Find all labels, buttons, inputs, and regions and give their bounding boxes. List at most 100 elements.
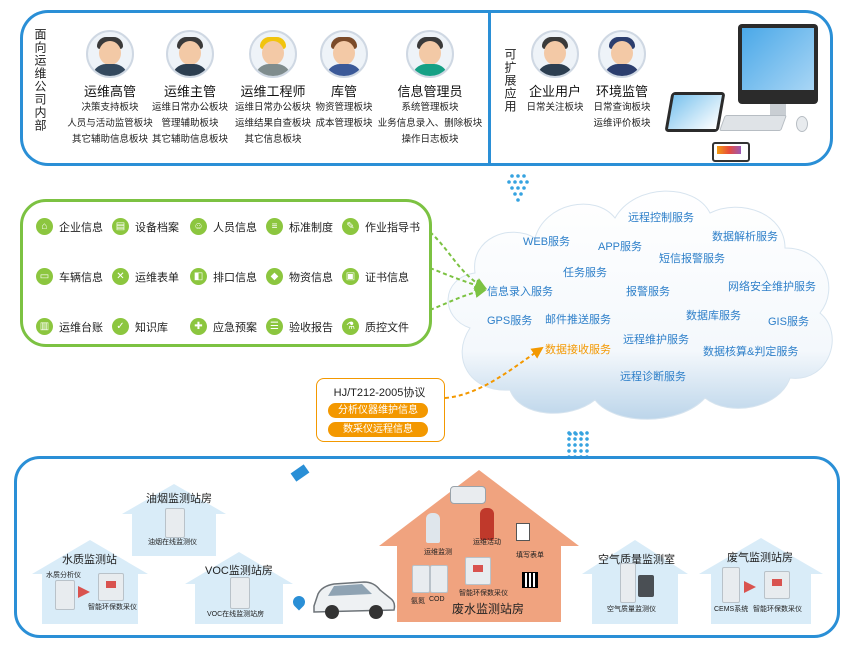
tools-icon: ✕ — [112, 268, 129, 285]
voc-station-label: VOC监测站房 — [205, 565, 273, 577]
service-alarm: 报警服务 — [626, 286, 670, 298]
info-item-outlet[interactable]: ◧ 排口信息 — [190, 268, 257, 285]
flow-arrow-icon — [744, 581, 756, 593]
wastewater-device-label: COD — [429, 596, 445, 603]
info-item-label: 运维表单 — [135, 271, 179, 284]
info-item-enterprise[interactable]: ⌂企业信息 — [36, 218, 103, 235]
wastewater-station-label: 废水监测站房 — [452, 602, 525, 616]
worker-icon — [480, 508, 494, 540]
info-item-label: 企业信息 — [59, 221, 103, 234]
info-item-ledger[interactable]: ▥ 运维台账 — [36, 318, 103, 335]
water-station-label: 水质监测站 — [62, 554, 117, 566]
emergency-icon: ✚ — [190, 318, 207, 335]
service-remote-maintenance: 远程维护服务 — [623, 334, 689, 346]
role-module: 运维评价板块 — [593, 118, 651, 129]
wastewater-device-label: 运维活动 — [473, 539, 501, 546]
info-item-standards[interactable]: ≡标准制度 — [266, 218, 333, 235]
regulator-avatar-icon — [598, 30, 646, 78]
water-analyzer-icon — [55, 580, 75, 610]
gas-device-label: 智能环保数采仪 — [753, 606, 802, 613]
air-sensor-icon — [638, 575, 654, 597]
inspection-car-icon — [313, 581, 396, 619]
info-item-label: 作业指导书 — [365, 221, 420, 234]
supervisor-avatar-icon — [166, 30, 214, 78]
tablet-icon — [664, 92, 726, 132]
oil-smoke-label: 油烟监测站房 — [146, 493, 212, 505]
service-remote-control: 远程控制服务 — [628, 212, 694, 224]
person-icon: ☺ — [190, 218, 207, 235]
role-module: 日常关注板块 — [526, 102, 584, 113]
guide-book-icon: ✎ — [342, 218, 359, 235]
info-item-label: 知识库 — [135, 321, 168, 334]
phone-icon — [712, 142, 750, 162]
info-item-label: 质控文件 — [365, 321, 409, 334]
info-item-ops-form[interactable]: ✕ 运维表单 — [112, 268, 179, 285]
info-item-personnel[interactable]: ☺ 人员信息 — [190, 218, 257, 235]
air-device-label: 空气质量监测仪 — [607, 606, 656, 613]
service-data-verify: 数据核算&判定服务 — [703, 346, 799, 358]
info-item-emergency[interactable]: ✚ 应急预案 — [190, 318, 257, 335]
role-module: 其它辅助信息板块 — [151, 134, 228, 145]
admin-avatar-icon — [406, 30, 454, 78]
service-gis: GIS服务 — [768, 316, 809, 328]
role-module: 管理辅助板块 — [161, 118, 219, 129]
protocol-title: HJ/T212-2005协议 — [333, 387, 426, 399]
service-task: 任务服务 — [563, 267, 607, 279]
cems-cabinet-icon — [722, 567, 740, 603]
role-title: 企业用户 — [528, 84, 581, 99]
protocol-tag-analyzer: 分析仪器维护信息 — [328, 403, 428, 418]
info-item-label: 车辆信息 — [59, 271, 103, 284]
oil-smoke-device-label: 油烟在线监测仪 — [148, 539, 197, 546]
analyzer-machine-icon — [450, 486, 486, 504]
wastewater-collector-icon — [465, 557, 491, 585]
voc-cabinet-icon — [230, 577, 250, 609]
outlet-icon: ◧ — [190, 268, 207, 285]
info-item-label: 排口信息 — [213, 271, 257, 284]
info-item-device-file[interactable]: ▤设备档案 — [112, 218, 179, 235]
info-item-certificate[interactable]: ▣证书信息 — [342, 268, 409, 285]
role-title: 环境监管 — [595, 84, 648, 99]
role-title: 运维高管 — [83, 84, 136, 99]
service-sms-alarm: 短信报警服务 — [659, 253, 725, 265]
external-vertical-label: 可扩展应用 — [503, 48, 517, 113]
internal-vertical-label: 面向运维公司内部 — [33, 28, 47, 132]
service-data-receive: 数据接收服务 — [545, 344, 611, 356]
info-item-guide-book[interactable]: ✎ 作业指导书 — [342, 218, 420, 235]
role-module: 人员与活动监管板块 — [67, 118, 153, 129]
worker-icon — [426, 513, 440, 543]
role-env-regulator: 环境监管 日常查询板块运维评价板块 — [582, 30, 662, 132]
info-item-label: 运维台账 — [59, 321, 103, 334]
water-device-label: 水质分析仪 — [46, 572, 81, 579]
role-title: 运维主管 — [163, 84, 216, 99]
service-data-parse: 数据解析服务 — [712, 231, 778, 243]
warehouse-avatar-icon — [320, 30, 368, 78]
enterprise-user-avatar-icon — [531, 30, 579, 78]
gas-station-label: 废气监测站房 — [727, 552, 793, 564]
role-module: 日常查询板块 — [593, 102, 651, 113]
role-module: 业务信息录入、删除板块 — [377, 118, 483, 129]
gas-collector-icon — [764, 571, 790, 599]
service-remote-diagnosis: 远程诊断服务 — [620, 371, 686, 383]
cod-cabinet-icon — [430, 565, 448, 593]
info-item-label: 应急预案 — [213, 321, 257, 334]
report-icon: ☰ — [266, 318, 283, 335]
air-station-label: 空气质量监测室 — [598, 554, 675, 566]
info-item-materials[interactable]: ◆物资信息 — [266, 268, 333, 285]
info-item-qc-file[interactable]: ⚗质控文件 — [342, 318, 409, 335]
water-device-label: 智能环保数采仪 — [88, 604, 137, 611]
protocol-tag-collector: 数采仪远程信息 — [328, 422, 428, 437]
info-item-knowledge[interactable]: ✓知识库 — [112, 318, 168, 335]
mouse-icon — [796, 116, 808, 132]
info-item-label: 人员信息 — [213, 221, 257, 234]
voc-device-label: VOC在线监测站房 — [207, 611, 265, 618]
air-cabinet-icon — [620, 563, 636, 603]
monitor-stand-icon — [770, 104, 786, 118]
ledger-icon: ▥ — [36, 318, 53, 335]
info-item-label: 证书信息 — [365, 271, 409, 284]
service-info-entry: 信息录入服务 — [487, 286, 553, 298]
info-item-label: 标准制度 — [289, 221, 333, 234]
info-item-vehicle[interactable]: ▭车辆信息 — [36, 268, 103, 285]
role-module: 操作日志板块 — [401, 134, 459, 145]
info-item-acceptance[interactable]: ☰验收报告 — [266, 318, 333, 335]
monitor-icon — [738, 24, 818, 104]
